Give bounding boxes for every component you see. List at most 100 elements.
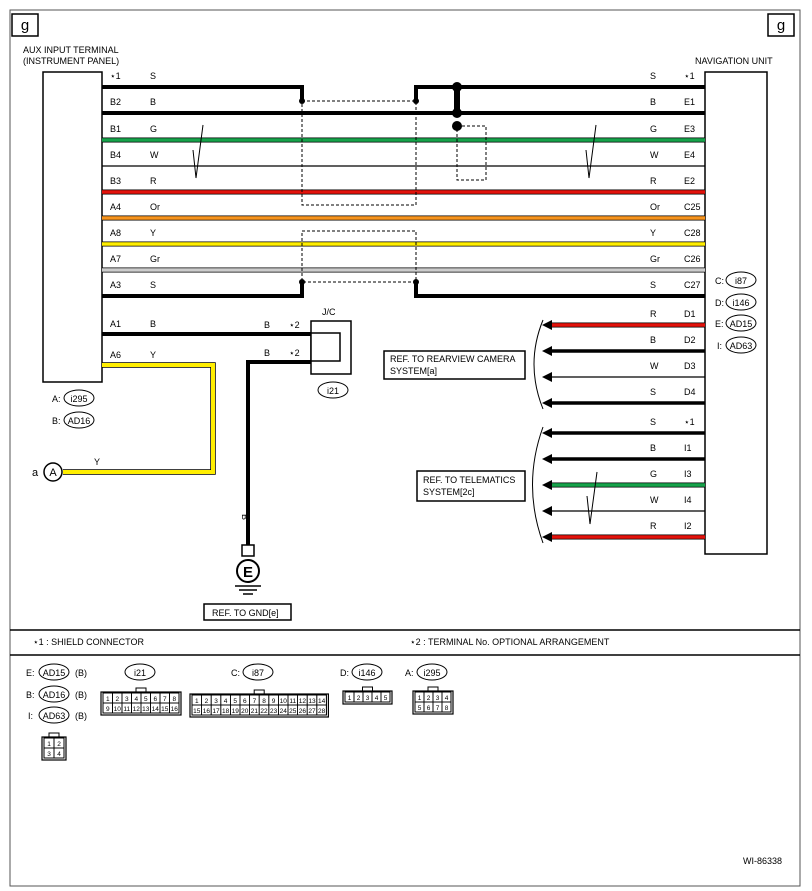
legend-i146-face-pin-4: 4 (375, 695, 379, 702)
rear-group-brace (533, 319, 544, 410)
legend-i295-face-pin-5: 5 (418, 705, 422, 712)
jc-inner-box (310, 332, 341, 362)
row-5-right-pin: E2 (684, 176, 695, 186)
nav-conn-e-oval (725, 314, 757, 332)
legend-i146-oval (351, 663, 383, 681)
legend-i87-face-pin-3: 3 (214, 698, 218, 705)
legend-small-face-pin-4: 4 (57, 751, 61, 758)
legend-eac: E: AD15 (B) B: AD16 (B) I: AD63 (B) (26, 663, 87, 724)
legend-i21-face-pin-2: 2 (115, 696, 119, 703)
nav-conn-i-id: AD63 (730, 341, 753, 351)
legend-i21-face-pin-11: 11 (123, 706, 130, 713)
legend-i21-face-pin-1: 1 (106, 696, 110, 703)
aux-conn-b-id: AD16 (68, 416, 91, 426)
tele-row-4-arrow (542, 506, 552, 516)
legend-i87-face-cell-28 (316, 704, 327, 716)
rear-row-4-arrow (542, 398, 552, 408)
legend-i87-face-pin-18: 18 (222, 708, 230, 715)
row-9-right-pin: C27 (684, 280, 701, 290)
row-2-right-color: B (650, 97, 656, 107)
legend-i146-face-cell-5 (380, 691, 391, 703)
row-5-left-pin: B3 (110, 176, 121, 186)
legend-i21-face-pin-6: 6 (153, 696, 157, 703)
nav-conn-c-id: i87 (735, 276, 747, 286)
jc-in2-pin: ⋆2 (289, 348, 300, 358)
link-prefix: a (32, 467, 39, 479)
legend-i21-face-frame (100, 691, 182, 716)
link-symbol: A (49, 467, 57, 479)
legend-i87-face-pin-28: 28 (318, 708, 326, 715)
legend-i21-face-pin-7: 7 (163, 696, 167, 703)
nav-conn-d-oval (725, 293, 757, 311)
legend-i21-oval (124, 663, 156, 681)
legend-i87-face-frame (189, 693, 329, 718)
jc-id-oval (317, 381, 349, 399)
legend-b-color: (B) (75, 690, 87, 700)
legend-i21-face-pin-4: 4 (134, 696, 138, 703)
wire-row-9-right (414, 282, 705, 298)
ground-terminal (241, 544, 255, 557)
note-shield: ⋆1 : SHIELD CONNECTOR (33, 637, 144, 647)
row-3-left-color: G (150, 124, 157, 134)
legend-small-face-pin-1: 1 (47, 741, 51, 748)
legend-i87-face-pin-1: 1 (195, 698, 199, 705)
row-3-right-pin: E3 (684, 124, 695, 134)
legend-i87-face-pin-25: 25 (289, 708, 297, 715)
tele-row-3-arrow (542, 480, 552, 490)
row-4-left-color: W (150, 150, 159, 160)
legend-i146-prefix: D: (340, 668, 349, 678)
row-1-right-color: S (650, 71, 656, 81)
aux-conn-b-prefix: B: (52, 416, 61, 426)
aux-a1-color: B (150, 319, 156, 329)
row-1-right-pin: ⋆1 (684, 71, 695, 81)
aux-conn-a-oval (63, 389, 95, 407)
legend-i87-face-pin-7: 7 (253, 698, 257, 705)
legend-e-color: (B) (75, 668, 87, 678)
legend-i21-face-pin-5: 5 (144, 696, 148, 703)
jc-in2-color: B (264, 348, 270, 358)
rear-row-4-color: S (650, 387, 656, 397)
nav-conn-e-prefix: E: (715, 319, 724, 329)
legend-i87-face-pin-15: 15 (193, 708, 201, 715)
jc-id: i21 (327, 386, 339, 396)
row-2-left-pin: B2 (110, 97, 121, 107)
legend-small-face-pin-3: 3 (47, 751, 51, 758)
shield-box-upper (301, 100, 417, 206)
corner-tag-left: g (21, 17, 29, 34)
aux-terminal-box (42, 71, 103, 383)
ref-gnd-label: REF. TO GND[e] (212, 608, 279, 618)
row-8-left-pin: A7 (110, 254, 121, 264)
legend-i295-prefix: A: (405, 668, 414, 678)
tele-row-5-color: R (650, 521, 657, 531)
nav-conn-d-prefix: D: (715, 298, 724, 308)
outer-frame (9, 9, 801, 887)
legend-i87-prefix: C: (231, 668, 240, 678)
legend-i87-face-pin-5: 5 (233, 698, 237, 705)
tele-row-2-color: B (650, 443, 656, 453)
legend-i-color: (B) (75, 711, 87, 721)
legend-small-face-frame (41, 736, 67, 761)
row-4-right-color: W (650, 150, 659, 160)
legend-i146-label: i146 (358, 668, 375, 678)
row-9-left-color: S (150, 280, 156, 290)
legend-i87-face-pin-27: 27 (308, 708, 316, 715)
legend-i295-face-pin-3: 3 (436, 695, 440, 702)
legend-i146-face-pin-5: 5 (384, 695, 388, 702)
rear-row-1-color: R (650, 309, 657, 319)
legend-i87-face-pin-8: 8 (262, 698, 266, 705)
legend-i295-face-frame (412, 690, 454, 715)
legend-i87-face-pin-14: 14 (318, 698, 326, 705)
legend-i87-face-pin-26: 26 (299, 708, 307, 715)
rear-row-3-arrow (542, 372, 552, 382)
nav-conn-d-id: i146 (732, 298, 749, 308)
ref-rearview-line1: REF. TO REARVIEW CAMERA (390, 354, 516, 364)
aux-title-line2: (INSTRUMENT PANEL) (23, 56, 119, 66)
legend-i295-face-cell-8 (441, 701, 452, 713)
twist-mark-right (585, 124, 597, 179)
corner-tag-right: g (777, 17, 785, 34)
row-7-left-color: Y (150, 228, 156, 238)
rear-row-1-arrow (542, 320, 552, 330)
